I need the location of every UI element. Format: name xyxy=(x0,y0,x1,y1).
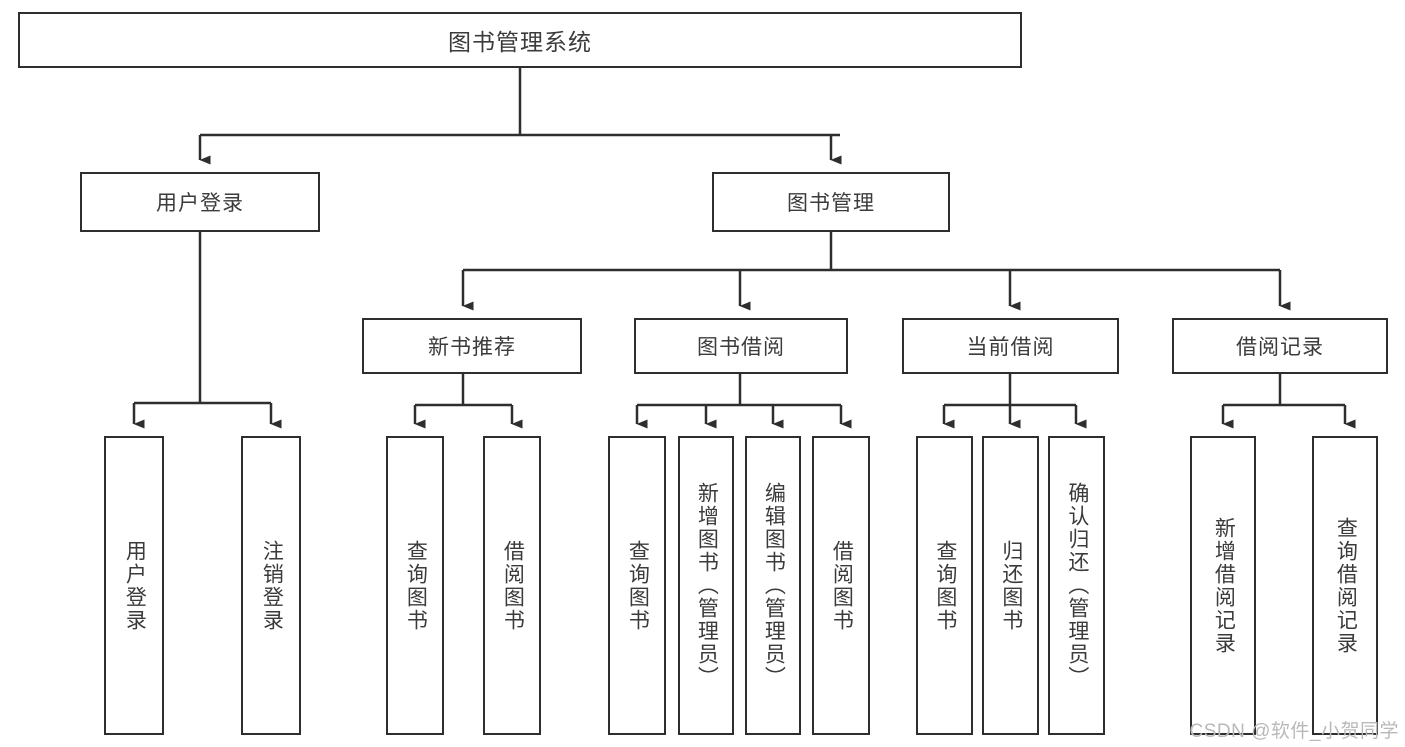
leaf-label: 查询借阅记录 xyxy=(1334,516,1358,655)
leaf-current-query[interactable]: 查询图书 xyxy=(916,436,973,735)
node-root-label: 图书管理系统 xyxy=(448,29,592,55)
leaf-borrow-add-book[interactable]: 新增图书（管理员） xyxy=(678,436,734,735)
leaf-label: 用户登录 xyxy=(123,539,147,632)
node-borrow-record[interactable]: 借阅记录 xyxy=(1172,318,1388,374)
leaf-user-login-signout[interactable]: 注销登录 xyxy=(241,436,301,735)
node-user-login[interactable]: 用户登录 xyxy=(80,172,320,232)
leaf-label: 借阅图书 xyxy=(830,539,854,632)
leaf-record-query[interactable]: 查询借阅记录 xyxy=(1312,436,1378,735)
leaf-label: 新增借阅记录 xyxy=(1212,516,1236,655)
node-current-borrow[interactable]: 当前借阅 xyxy=(902,318,1119,374)
leaf-label: 借阅图书 xyxy=(501,539,525,632)
node-book-management-label: 图书管理 xyxy=(787,192,875,215)
node-borrow-record-label: 借阅记录 xyxy=(1236,336,1324,359)
leaf-label: 确认归还（管理员） xyxy=(1065,482,1089,689)
leaf-label: 归还图书 xyxy=(999,539,1023,632)
node-current-borrow-label: 当前借阅 xyxy=(966,336,1055,359)
leaf-borrow-borrow-book[interactable]: 借阅图书 xyxy=(812,436,870,735)
leaf-label: 查询图书 xyxy=(933,539,957,632)
leaf-label: 新增图书（管理员） xyxy=(695,482,719,689)
leaf-new-book-borrow[interactable]: 借阅图书 xyxy=(483,436,541,735)
leaf-new-book-query[interactable]: 查询图书 xyxy=(386,436,444,735)
node-book-borrow-label: 图书借阅 xyxy=(697,336,785,359)
leaf-current-return[interactable]: 归还图书 xyxy=(982,436,1039,735)
node-book-management[interactable]: 图书管理 xyxy=(712,172,950,232)
node-new-book-recommend-label: 新书推荐 xyxy=(428,336,516,359)
leaf-borrow-edit-book[interactable]: 编辑图书（管理员） xyxy=(745,436,801,735)
node-user-login-label: 用户登录 xyxy=(156,192,244,215)
leaf-label: 查询图书 xyxy=(404,539,428,632)
node-new-book-recommend[interactable]: 新书推荐 xyxy=(362,318,582,374)
leaf-label: 查询图书 xyxy=(626,539,650,632)
connectors xyxy=(132,68,1356,429)
node-book-borrow[interactable]: 图书借阅 xyxy=(634,318,848,374)
leaf-record-add[interactable]: 新增借阅记录 xyxy=(1190,436,1256,735)
node-root[interactable]: 图书管理系统 xyxy=(18,12,1022,68)
leaf-borrow-query[interactable]: 查询图书 xyxy=(608,436,666,735)
leaf-current-confirm-return[interactable]: 确认归还（管理员） xyxy=(1048,436,1105,735)
csdn-watermark: CSDN @软件_小贺同学 xyxy=(1189,721,1399,742)
leaf-label: 编辑图书（管理员） xyxy=(762,482,786,689)
leaf-user-login-signin[interactable]: 用户登录 xyxy=(104,436,164,735)
leaf-label: 注销登录 xyxy=(260,539,284,632)
